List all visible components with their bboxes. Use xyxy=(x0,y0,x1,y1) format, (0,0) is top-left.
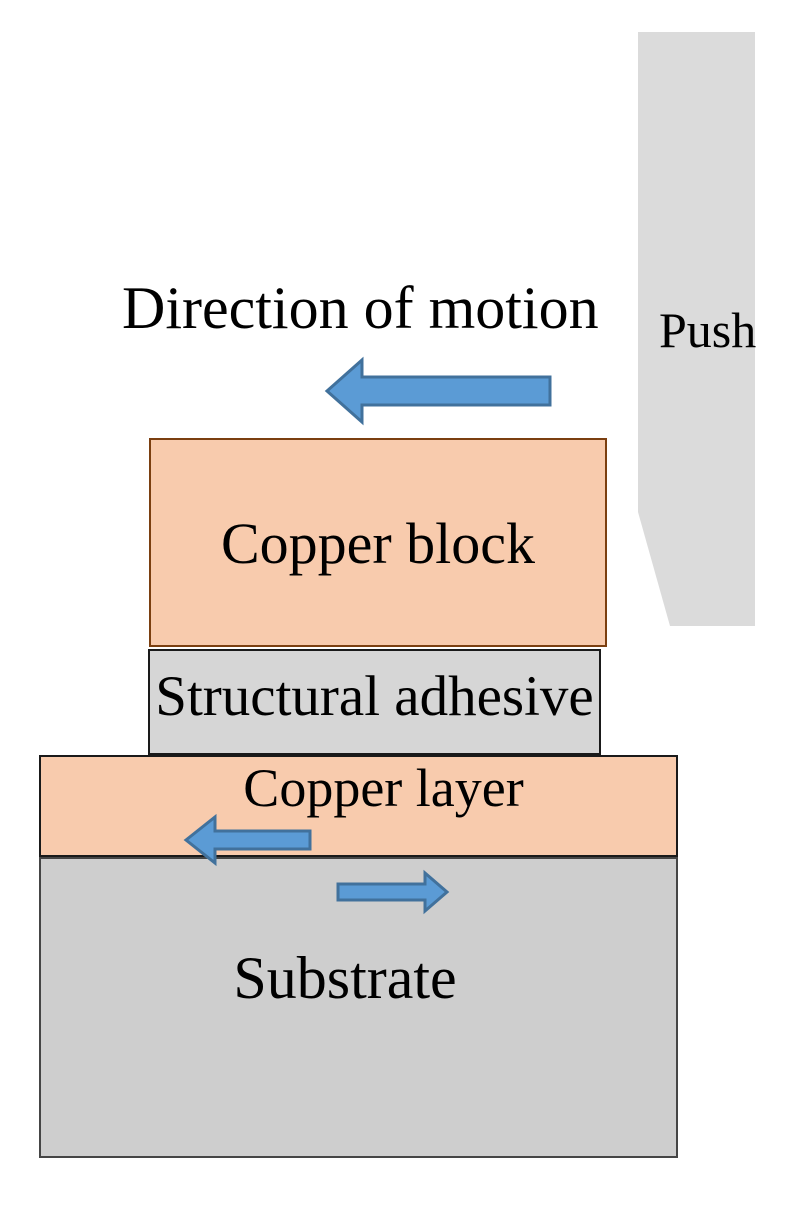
structural-adhesive-box xyxy=(148,649,601,755)
structural-adhesive-label: Structural adhesive xyxy=(155,665,594,728)
substrate-arrow-icon xyxy=(336,869,450,915)
direction-of-motion-arrow-icon xyxy=(324,356,552,426)
substrate-label: Substrate xyxy=(233,945,457,1011)
copper-layer-arrow-icon xyxy=(183,813,312,867)
push-tool-shape xyxy=(638,32,755,626)
copper-layer-box xyxy=(39,755,678,857)
copper-layer-label: Copper layer xyxy=(243,758,524,818)
direction-of-motion-label: Direction of motion xyxy=(122,275,599,341)
push-label: Push xyxy=(659,302,757,358)
substrate-box xyxy=(39,857,678,1158)
copper-block-box xyxy=(149,438,607,647)
copper-block-label: Copper block xyxy=(220,511,536,576)
